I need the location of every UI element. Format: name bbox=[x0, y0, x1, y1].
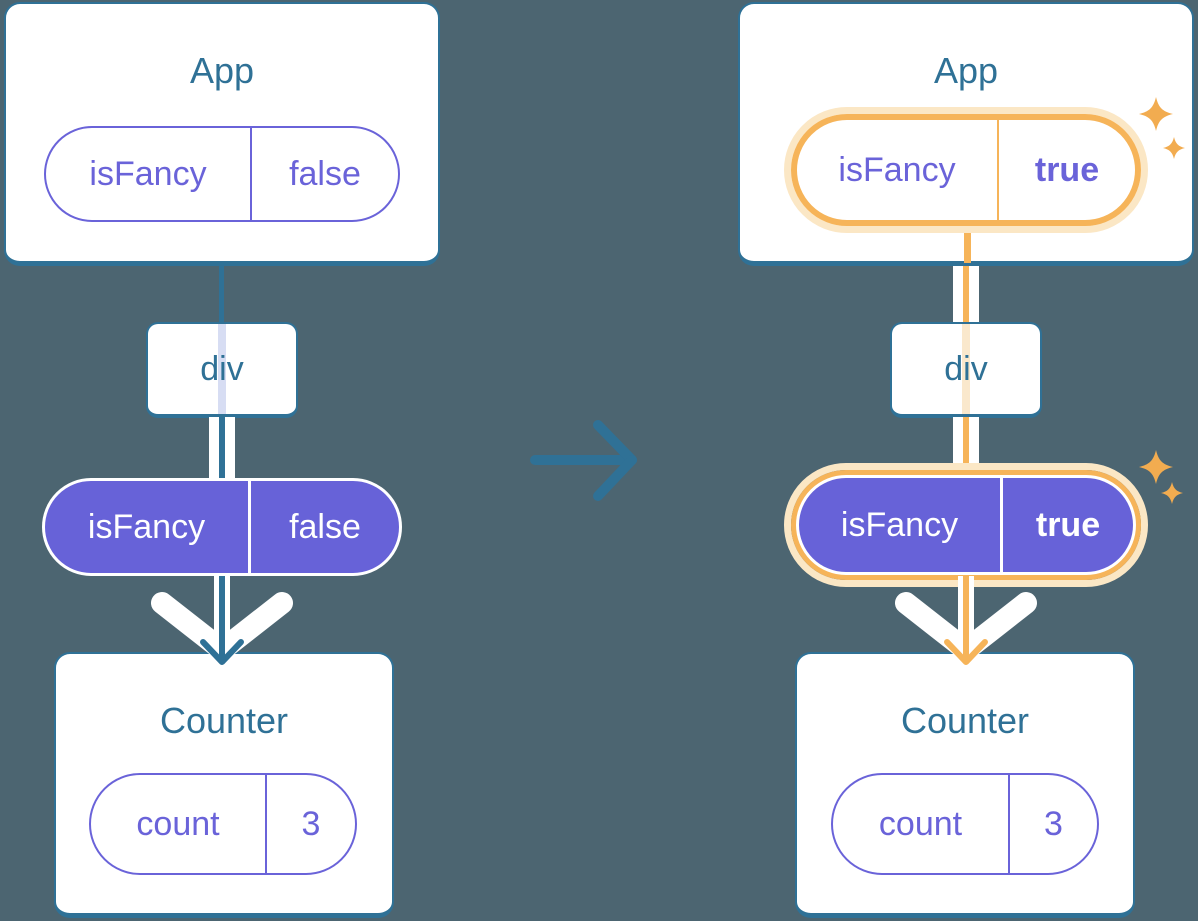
prop-edge-orange bbox=[964, 232, 971, 263]
arrowhead-icon bbox=[200, 639, 244, 665]
prop-flow-arrow bbox=[151, 576, 293, 665]
highlight-ring: isFancy true bbox=[791, 114, 1141, 226]
pill-divider bbox=[250, 128, 252, 220]
highlighted-passed-prop-pill: isFancy true bbox=[784, 463, 1148, 587]
counter-card-title: Counter bbox=[159, 700, 289, 741]
prop-name: isFancy bbox=[89, 154, 207, 193]
counter-state-pill: count 3 bbox=[89, 773, 357, 875]
edge-app-to-div bbox=[219, 266, 224, 324]
prop-value: false bbox=[289, 154, 361, 193]
state-name: count bbox=[136, 804, 220, 843]
div-card: div bbox=[146, 322, 298, 418]
passed-prop-value: true bbox=[1035, 505, 1101, 544]
prop-trace bbox=[218, 324, 226, 414]
passed-prop-value: false bbox=[289, 507, 361, 546]
prop-name: isFancy bbox=[838, 150, 956, 189]
state-name: count bbox=[878, 804, 963, 843]
highlight-ring: isFancy true bbox=[791, 470, 1141, 580]
pill-divider bbox=[1008, 775, 1010, 873]
prop-flow-arrow bbox=[895, 576, 1037, 665]
sparkles-icon bbox=[1139, 97, 1185, 159]
state-value: 3 bbox=[1044, 804, 1063, 843]
pill-divider bbox=[248, 481, 251, 573]
pill-divider bbox=[1000, 478, 1003, 572]
counter-state-pill: count 3 bbox=[831, 773, 1099, 875]
pill-divider bbox=[997, 120, 999, 220]
passed-prop-name: isFancy bbox=[87, 507, 206, 546]
div-card: div bbox=[890, 322, 1042, 418]
arrowhead-icon bbox=[944, 639, 988, 665]
pill-divider bbox=[265, 775, 267, 873]
app-card-title: App bbox=[933, 50, 999, 91]
passed-prop-pill: isFancy false bbox=[42, 478, 402, 576]
div-card-label: div bbox=[944, 349, 988, 388]
prop-pipe bbox=[953, 266, 979, 324]
state-value: 3 bbox=[301, 804, 321, 843]
div-card-label: div bbox=[200, 349, 244, 388]
app-prop-pill: isFancy false bbox=[44, 126, 400, 222]
highlighted-app-prop-pill: isFancy true bbox=[784, 107, 1148, 233]
sparkles-icon bbox=[1139, 450, 1183, 504]
prop-value: true bbox=[1034, 150, 1100, 189]
transition-arrow-icon bbox=[530, 420, 637, 501]
prop-trace bbox=[962, 324, 970, 414]
app-card-title: App bbox=[189, 50, 255, 91]
counter-card-title: Counter bbox=[900, 700, 1030, 741]
prop-pipe bbox=[209, 417, 235, 479]
passed-prop-name: isFancy bbox=[840, 505, 959, 544]
